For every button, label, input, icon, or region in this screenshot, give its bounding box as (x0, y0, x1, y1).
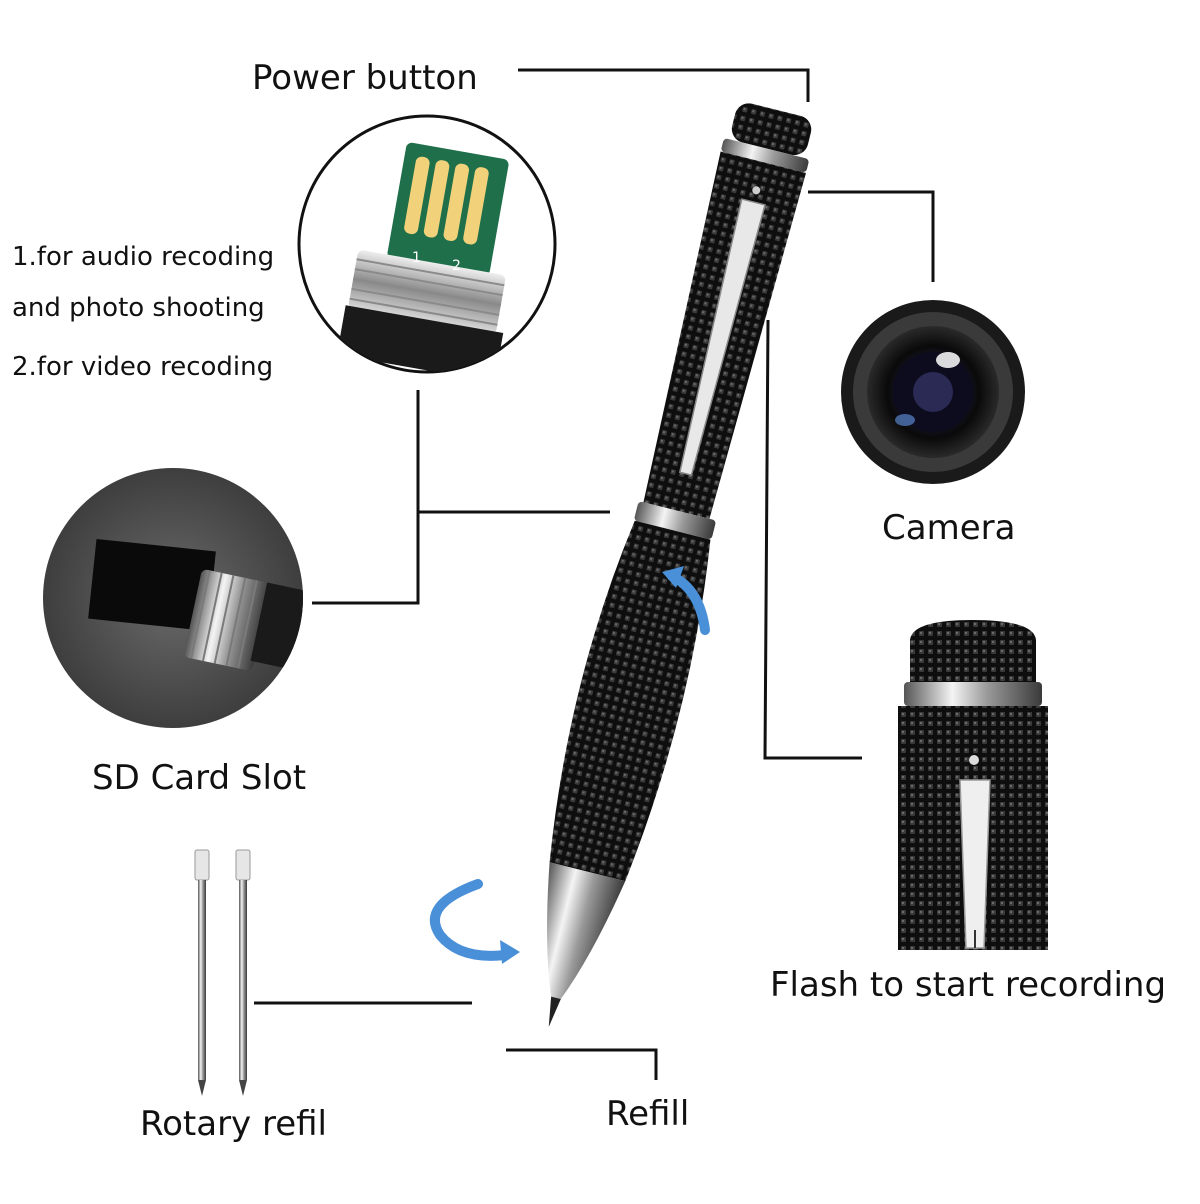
leader-power (518, 68, 810, 102)
label-refill: Refill (606, 1094, 690, 1134)
lower-rotate-arrow (430, 879, 510, 961)
usb-pin-mark-2: 2 (452, 258, 461, 274)
rotation-arrows (430, 566, 710, 964)
pen-cap-ring (721, 138, 809, 172)
leader-sd (312, 512, 420, 605)
flash-closeup (898, 620, 1048, 950)
label-usb-line-3: 2.for video recoding (12, 352, 274, 382)
label-camera: Camera (882, 508, 1016, 548)
pen-illustration (547, 103, 812, 1027)
leader-camera (808, 190, 935, 282)
usb-pin-mark-1: 1 (412, 250, 421, 266)
flash-led (969, 755, 979, 765)
pen-middle-ring (634, 501, 716, 539)
leader-refill (506, 1048, 658, 1080)
pen-clip (678, 198, 766, 476)
label-usb-line-1: 1.for audio recoding (12, 242, 275, 272)
usb-inset: 1 2 (297, 114, 557, 374)
leader-usb (416, 390, 610, 514)
label-usb-line-2: and photo shooting (12, 293, 265, 323)
label-flash-to-start-recording: Flash to start recording (770, 965, 1167, 1005)
pen-tip-chrome (547, 862, 626, 1000)
pen-cap-top (731, 103, 812, 156)
pen-grip (549, 520, 711, 882)
label-sd-card-slot: SD Card Slot (92, 758, 307, 798)
leader-lines (254, 68, 935, 1080)
rotary-refills (194, 849, 251, 1096)
label-power-button: Power button (252, 58, 478, 98)
leader-flash (763, 319, 862, 760)
pen-camera-hole (752, 186, 761, 195)
flash-clip (959, 779, 991, 949)
label-rotary-refil: Rotary refil (140, 1104, 327, 1144)
sd-card-inset (43, 468, 303, 728)
camera-lens-image (841, 300, 1025, 484)
pen-tip-point (548, 996, 561, 1027)
sd-card (88, 538, 216, 632)
